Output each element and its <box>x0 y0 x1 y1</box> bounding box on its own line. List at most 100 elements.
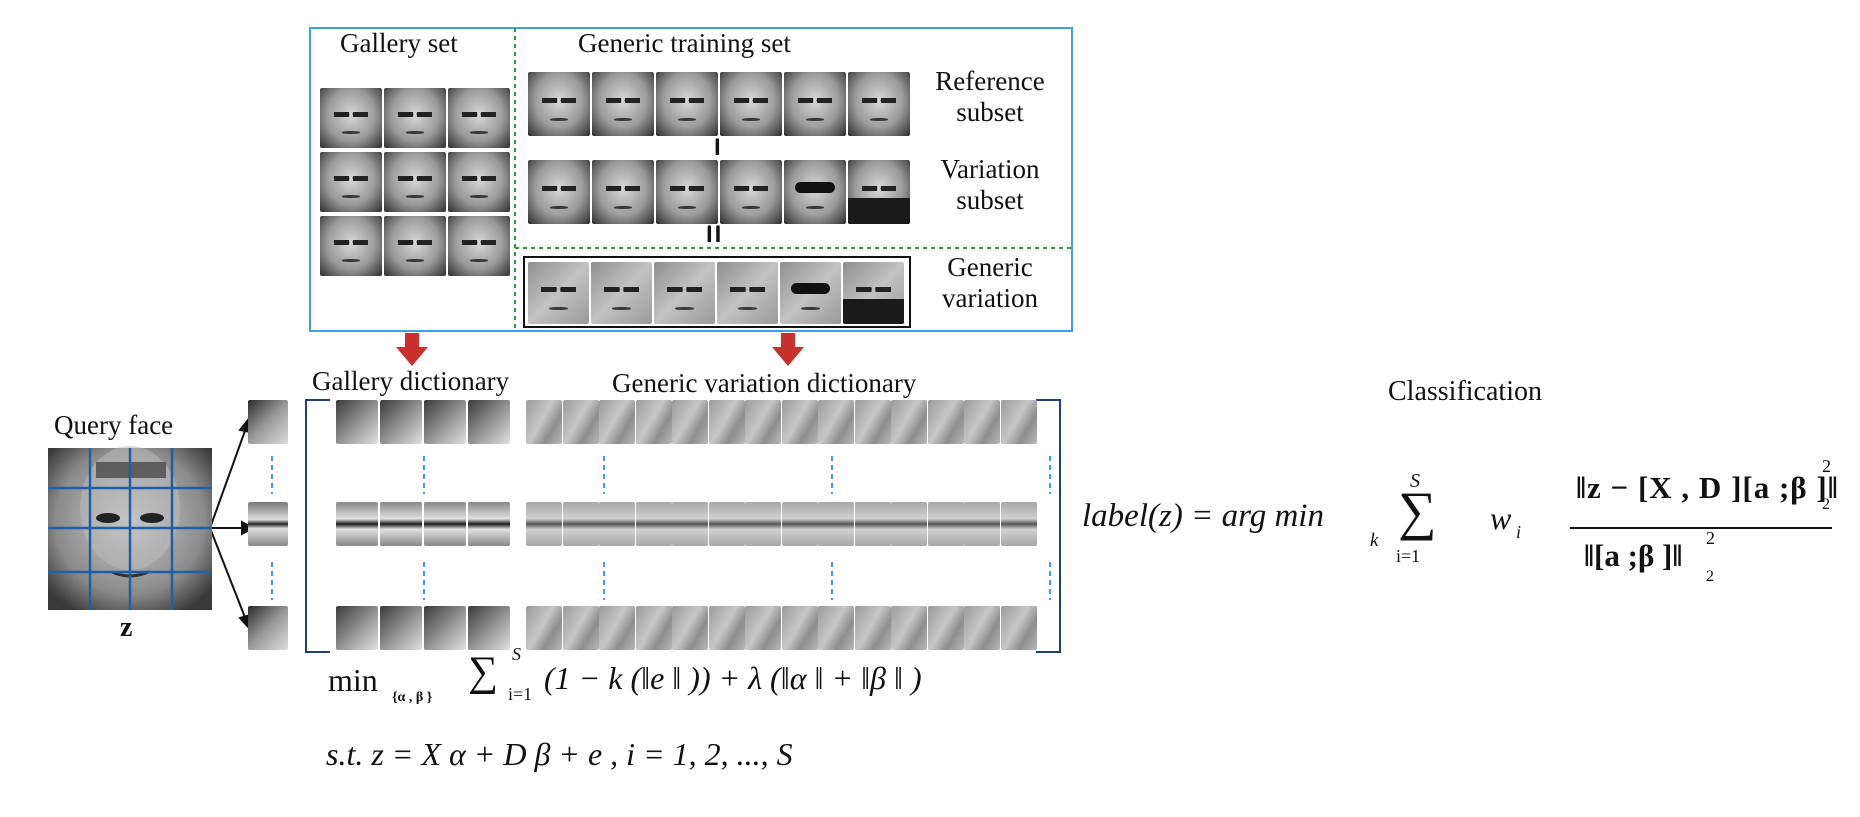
variation-dictionary-atom <box>745 400 781 444</box>
denominator-sub: 2 <box>1706 568 1714 586</box>
generic-variation-dictionary-label: Generic variation dictionary <box>612 368 916 399</box>
objective-min: min <box>328 662 378 699</box>
equals-sign: II <box>706 221 723 249</box>
variation-face <box>656 160 718 224</box>
reference-subset-label: Reference subset <box>910 66 1070 128</box>
objective-sum-sign: ∑ <box>468 648 498 696</box>
gallery-face <box>384 88 446 148</box>
variation-dictionary-atom <box>563 400 599 444</box>
variation-dictionary-atom <box>709 502 745 546</box>
argmin-sub-k: k <box>1370 530 1378 552</box>
query-face-label: Query face <box>54 410 173 441</box>
reference-subset-line1: Reference <box>910 66 1070 97</box>
variation-dictionary-atom <box>563 606 599 650</box>
variation-face <box>720 160 782 224</box>
variation-subset-label: Variation subset <box>910 154 1070 216</box>
variation-dictionary-atom <box>709 400 745 444</box>
gallery-face <box>448 152 510 212</box>
query-z-label: z <box>120 612 132 644</box>
label-lhs: label(z) = arg min <box>1082 498 1324 535</box>
generic-training-set-label: Generic training set <box>578 28 791 59</box>
classification-numerator: ‖z − [X , D ][a ;β ]‖ <box>1576 470 1839 506</box>
objective-sum-lower: i=1 <box>508 684 532 705</box>
gallery-face <box>320 88 382 148</box>
generic-variation-image <box>591 262 652 324</box>
generic-variation-image <box>717 262 778 324</box>
sum-sign: ∑ <box>1398 480 1437 542</box>
variation-dictionary-atom <box>855 400 891 444</box>
gallery-face <box>384 152 446 212</box>
gallery-dictionary-atom <box>336 502 378 546</box>
variation-dictionary-atom <box>928 606 964 650</box>
variation-dictionary-atom <box>672 502 708 546</box>
gallery-dictionary-atom <box>380 400 422 444</box>
variation-dictionary-atom <box>1001 502 1037 546</box>
gallery-face <box>320 152 382 212</box>
gallery-face <box>384 216 446 276</box>
variation-dictionary-atom <box>964 502 1000 546</box>
numerator-sub: 2 <box>1822 496 1830 514</box>
gallery-dictionary-atom <box>424 400 466 444</box>
gallery-dictionary-atom <box>380 502 422 546</box>
gallery-dictionary-label: Gallery dictionary <box>312 366 509 397</box>
classification-title: Classification <box>1388 376 1542 408</box>
variation-dictionary-atom <box>1001 606 1037 650</box>
variation-dictionary-atom <box>636 502 672 546</box>
weight-w: w <box>1490 500 1511 537</box>
generic-variation-line1: Generic <box>910 252 1070 283</box>
variation-face <box>592 160 654 224</box>
variation-dictionary-atom <box>818 400 854 444</box>
arrow-gallery-down <box>396 333 428 366</box>
sum-lower: i=1 <box>1396 546 1420 567</box>
generic-variation-image <box>780 262 841 324</box>
reference-face <box>528 72 590 136</box>
variation-dictionary-atom <box>563 502 599 546</box>
variation-dictionary-atom <box>526 606 562 650</box>
variation-subset-line2: subset <box>910 185 1070 216</box>
variation-dictionary-atom <box>782 606 818 650</box>
query-patch <box>248 606 288 650</box>
variation-dictionary-atom <box>855 502 891 546</box>
variation-dictionary-atom <box>745 606 781 650</box>
objective-constraint: s.t. z = X α + D β + e , i = 1, 2, ..., … <box>326 736 793 773</box>
gallery-dictionary-atom <box>424 502 466 546</box>
patch-arrows <box>210 420 252 628</box>
gallery-dictionary-atom <box>468 502 510 546</box>
variation-dictionary-atom <box>891 502 927 546</box>
reference-face <box>656 72 718 136</box>
variation-face <box>528 160 590 224</box>
numerator-exp: 2 <box>1822 456 1831 477</box>
variation-dictionary-atom <box>599 606 635 650</box>
gallery-face <box>320 216 382 276</box>
variation-dictionary-atom <box>855 606 891 650</box>
variation-dictionary-atom <box>964 606 1000 650</box>
generic-variation-image <box>528 262 589 324</box>
variation-dictionary-atom <box>782 400 818 444</box>
variation-dictionary-atom <box>928 502 964 546</box>
variation-dictionary-atom <box>891 400 927 444</box>
generic-variation-line2: variation <box>910 283 1070 314</box>
variation-face <box>784 160 846 224</box>
variation-dictionary-atom <box>1001 400 1037 444</box>
objective-sum-upper: S <box>512 644 521 665</box>
variation-dictionary-atom <box>709 606 745 650</box>
gallery-dictionary-atom <box>336 606 378 650</box>
variation-dictionary-atom <box>599 400 635 444</box>
gallery-dictionary-atom <box>468 400 510 444</box>
left-bracket <box>306 400 330 652</box>
denominator-exp: 2 <box>1706 528 1715 549</box>
variation-dictionary-atom <box>891 606 927 650</box>
query-patch <box>248 502 288 546</box>
objective-min-sub: {α , β } <box>392 690 432 706</box>
variation-dictionary-atom <box>526 502 562 546</box>
objective-body: (1 − k (‖e ‖ )) + λ (‖α ‖ + ‖β ‖ ) <box>544 660 922 697</box>
gallery-face <box>448 88 510 148</box>
variation-dictionary-atom <box>745 502 781 546</box>
query-face-image <box>48 446 212 610</box>
generic-variation-label: Generic variation <box>910 252 1070 314</box>
gallery-dictionary-atom <box>424 606 466 650</box>
variation-dictionary-atom <box>672 400 708 444</box>
gallery-dictionary-atom <box>468 606 510 650</box>
gallery-face <box>448 216 510 276</box>
variation-dictionary-atom <box>928 400 964 444</box>
